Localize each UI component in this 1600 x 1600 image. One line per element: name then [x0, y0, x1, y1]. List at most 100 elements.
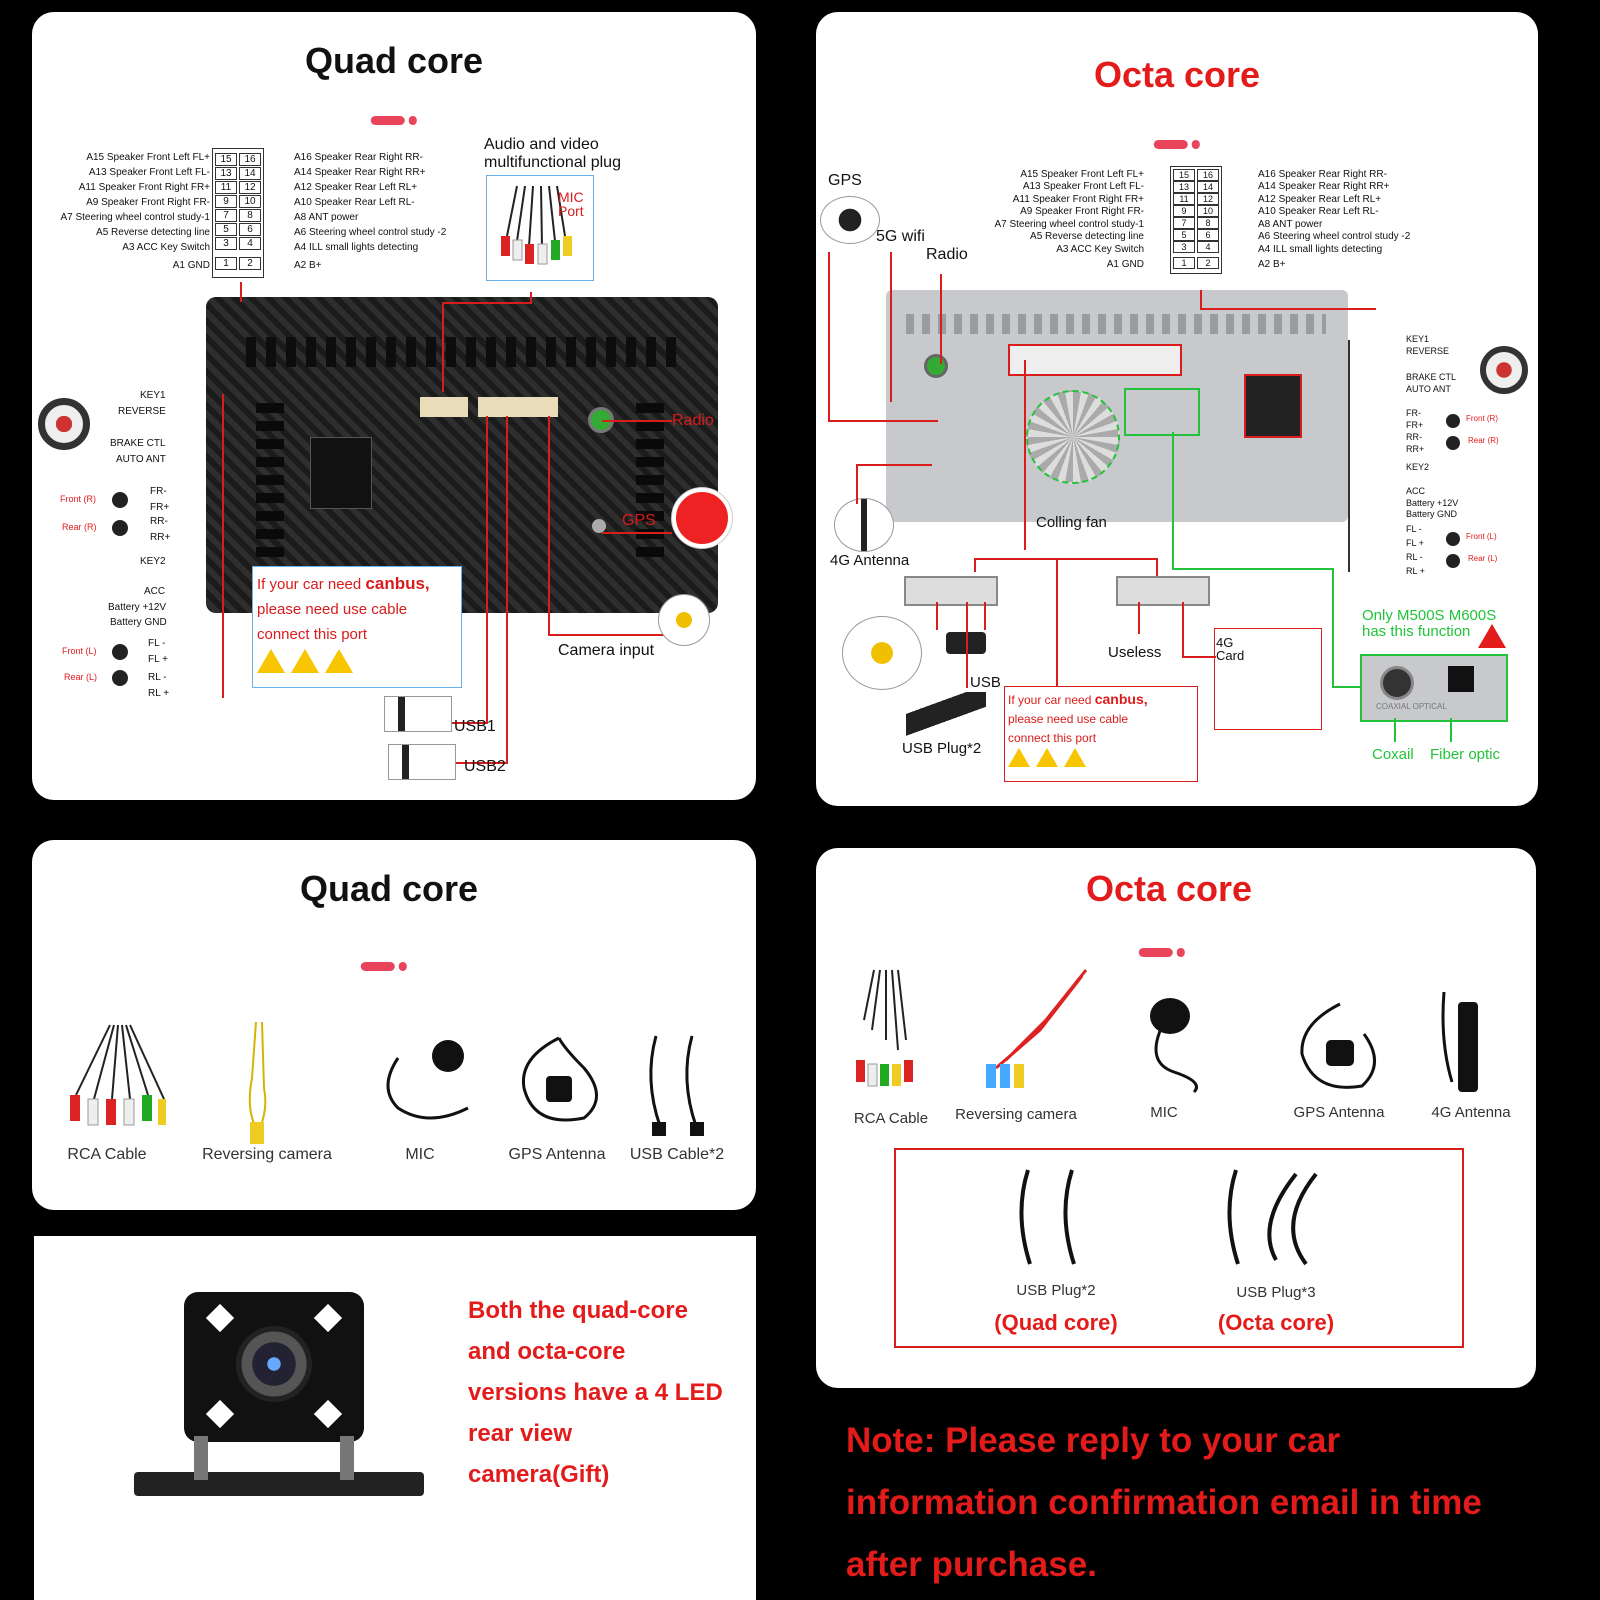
- optical-socket: [1124, 388, 1200, 436]
- gps-antenna-icon: [1300, 1002, 1376, 1089]
- pin-label: A15 Speaker Front Left FL+: [86, 152, 210, 163]
- pin-number: 8: [239, 209, 261, 222]
- sub-connector-left: [904, 576, 998, 606]
- coxail-label: Coxail: [1372, 746, 1414, 763]
- wifi-label: 5G wifi: [876, 228, 925, 245]
- useless-label: Useless: [1108, 644, 1162, 661]
- accessory-label: Reversing camera: [955, 1106, 1077, 1123]
- vent-slots: [906, 314, 1326, 334]
- wire-label: RL +: [1406, 566, 1425, 576]
- pin-number: 11: [215, 181, 237, 194]
- wire-label: Battery GND: [110, 617, 167, 628]
- pin-number: 5: [215, 223, 237, 236]
- av-plug-label: Audio and video multifunctional plug: [484, 136, 621, 171]
- card-4g-box: [1214, 628, 1322, 730]
- wire-label: FR+: [150, 502, 170, 513]
- speaker-label: Rear (L): [64, 672, 98, 682]
- panel-title: Quad core: [304, 40, 484, 81]
- gift-line: and octa-core: [468, 1338, 626, 1365]
- speaker-label: Rear (R): [62, 522, 97, 532]
- rca-yellow-icon: [842, 616, 922, 690]
- pin-label: A5 Reverse detecting line: [96, 227, 210, 238]
- wire-label: BRAKE CTL: [1406, 372, 1457, 382]
- pin-number: 2: [239, 257, 261, 270]
- pin-label: A12 Speaker Rear Left RL+: [1258, 194, 1382, 205]
- camera-input-icon: [658, 594, 710, 646]
- usb2-label: USB2: [464, 758, 506, 775]
- usb-plug-box: USB Plug*2 (Quad core) USB Plug*3 (Octa …: [894, 1148, 1464, 1348]
- head-unit-back: [886, 290, 1348, 522]
- canbus-bold: canbus,: [1094, 691, 1148, 707]
- canbus-text: please need use cable: [1008, 712, 1129, 726]
- reversing-camera-cable-icon: [986, 969, 1088, 1088]
- coaxial-optical-label: COAXIAL OPTICAL: [1376, 702, 1447, 711]
- usb1-label: USB1: [454, 718, 496, 735]
- accessory-label: MIC: [1150, 1104, 1178, 1121]
- wire-label: FR-: [150, 486, 167, 497]
- rear-camera-image: [184, 1292, 364, 1442]
- harness-socket: [310, 437, 372, 509]
- pin-label: A10 Speaker Rear Left RL-: [294, 197, 415, 208]
- pin-label: A4 ILL small lights detecting: [1258, 244, 1383, 255]
- pin-label: A11 Speaker Front Right FR+: [78, 182, 210, 193]
- wire-label: RR-: [1406, 432, 1422, 442]
- pin-number: 9: [215, 195, 237, 208]
- usb-plug-3-label: USB Plug*3: [1236, 1284, 1316, 1301]
- quad-core-label: (Quad core): [994, 1310, 1118, 1335]
- panel-title: Quad core: [299, 868, 479, 909]
- alert-icon: [1478, 624, 1506, 648]
- pin-number: 7: [215, 209, 237, 222]
- purchase-note: Note: Please reply to your car informati…: [846, 1410, 1596, 1596]
- wire-label: Battery +12V: [1406, 498, 1459, 508]
- warning-icon: [1064, 748, 1086, 767]
- only-note: Only M500S M600S has this function: [1362, 607, 1497, 640]
- usb-label: USB: [970, 674, 1001, 691]
- wire-label: RL -: [148, 672, 167, 683]
- camera-bracket: [134, 1472, 424, 1496]
- usb2-icon: [388, 744, 456, 780]
- accessory-label: 4G Antenna: [1431, 1104, 1511, 1121]
- title-dots: [1138, 944, 1186, 958]
- usb-plug-3-icon: [1227, 1169, 1318, 1266]
- canbus-text: please need use cable: [257, 601, 408, 618]
- pin-number: 7: [1173, 217, 1195, 229]
- rca-harness-icon: [501, 185, 572, 265]
- gift-text: Both the quad-core and octa-core version…: [468, 1290, 748, 1495]
- pin-number: 4: [1197, 241, 1219, 253]
- camera-stand: [340, 1436, 354, 1480]
- warning-icon: [325, 649, 353, 673]
- pin-number: 15: [1173, 169, 1195, 181]
- optical-port: [1448, 666, 1474, 692]
- side-vents-left: [256, 397, 284, 557]
- speaker-icon: [112, 520, 128, 536]
- pin-number: 4: [239, 237, 261, 250]
- pin-number: 16: [239, 153, 261, 166]
- pin-label: A2 B+: [1258, 259, 1286, 270]
- pin-number: 16: [1197, 169, 1219, 181]
- wire-label: BRAKE CTL: [110, 438, 166, 449]
- led-icon: [205, 1303, 235, 1333]
- gift-line: camera(Gift): [468, 1461, 610, 1488]
- speaker-icon: [1446, 554, 1460, 568]
- pin-label: A3 ACC Key Switch: [1056, 244, 1144, 255]
- mic-icon: [1150, 998, 1198, 1094]
- wire-label: ACC: [144, 586, 166, 597]
- harness-socket: [1244, 374, 1302, 438]
- pin-label: A8 ANT power: [1258, 219, 1323, 230]
- wire-label: REVERSE: [118, 406, 166, 417]
- pin-label: A13 Speaker Front Left FL-: [1022, 181, 1144, 192]
- antenna-4g-icon: [834, 498, 894, 552]
- pin-label: A14 Speaker Rear Right RR+: [1258, 181, 1390, 192]
- panel-title: Octa core: [1085, 868, 1253, 909]
- rear-camera-panel: Both the quad-core and octa-core version…: [34, 1236, 756, 1600]
- pin-number: 15: [215, 153, 237, 166]
- wire-label: FR-: [1406, 408, 1421, 418]
- speaker-label: Rear (L): [1468, 554, 1498, 563]
- rca-cable-icon: [70, 1024, 166, 1126]
- title-dots: [360, 958, 408, 972]
- side-vents-right: [636, 397, 664, 557]
- gps-antenna-icon: [820, 196, 880, 244]
- canbus-text: If your car need: [1008, 693, 1095, 707]
- pin-label: A14 Speaker Rear Right RR+: [294, 167, 426, 178]
- accessory-label: RCA Cable: [853, 1110, 929, 1127]
